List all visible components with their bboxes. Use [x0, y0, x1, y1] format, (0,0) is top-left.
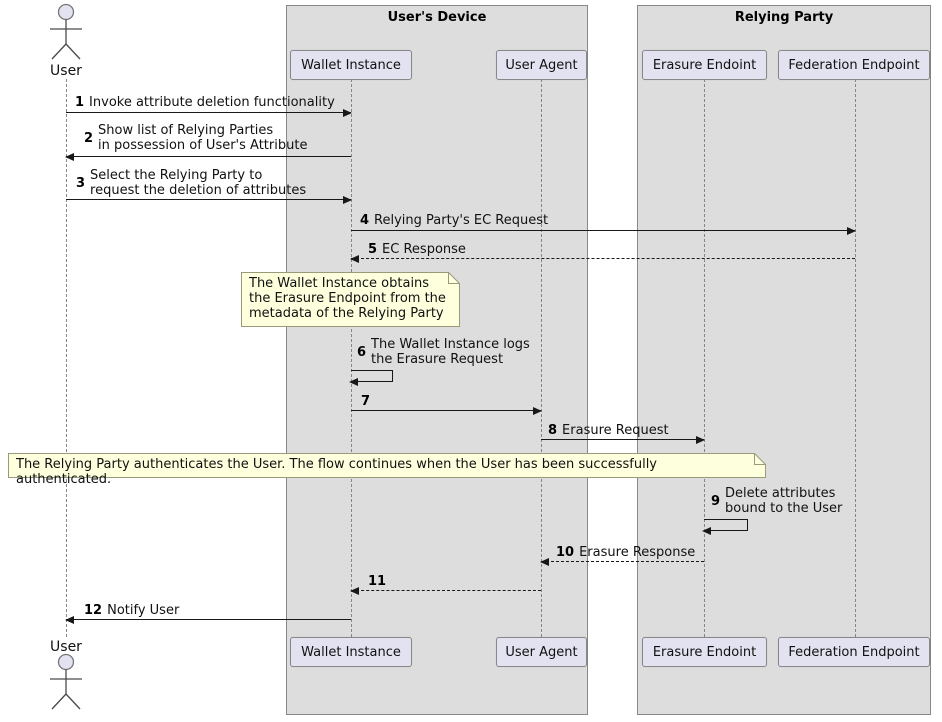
message-label-7: 7 — [361, 394, 375, 409]
lifeline-wallet-instance — [351, 79, 352, 637]
message-number: 1 — [75, 95, 85, 110]
message-number: 12 — [84, 603, 103, 618]
message-text: Delete attributes bound to the User — [725, 486, 843, 516]
message-text: Show list of Relying Parties in possessi… — [98, 123, 308, 153]
message-label-5: 5 EC Response — [368, 242, 466, 257]
user-actor-icon — [50, 653, 82, 710]
participant-wallet-instance-top: Wallet Instance — [290, 50, 412, 80]
participant-label: Federation Endpoint — [788, 644, 920, 660]
message-arrow-9-self — [702, 519, 748, 535]
participant-erasure-endpoint-bottom: Erasure Endoint — [642, 637, 767, 667]
participant-wallet-instance-bottom: Wallet Instance — [290, 637, 412, 667]
message-arrow-10 — [540, 558, 704, 566]
actor-label-user-bottom: User — [50, 639, 82, 655]
message-label-11: 11 — [368, 574, 391, 589]
message-text: Select the Relying Party to request the … — [90, 168, 307, 198]
participant-federation-endpoint-top: Federation Endpoint — [778, 50, 930, 80]
user-actor-icon — [50, 3, 82, 60]
participant-label: User Agent — [505, 644, 578, 660]
message-arrow-11 — [350, 587, 541, 595]
message-label-10: 10 Erasure Response — [556, 545, 695, 560]
lifeline-erasure-endpoint — [704, 79, 705, 637]
message-label-4: 4 Relying Party's EC Request — [360, 213, 548, 228]
message-text: Notify User — [107, 603, 180, 618]
message-label-12: 12 Notify User — [84, 603, 179, 618]
message-label-8: 8 Erasure Request — [548, 423, 669, 438]
message-number: 3 — [76, 175, 86, 191]
message-number: 10 — [556, 545, 575, 560]
note-erasure-endpoint-metadata: The Wallet Instance obtains the Erasure … — [241, 272, 460, 327]
message-arrow-8 — [541, 436, 705, 444]
note-text: The Wallet Instance obtains the Erasure … — [249, 276, 446, 321]
message-arrow-2 — [65, 153, 351, 161]
message-arrow-12 — [65, 616, 351, 624]
message-number: 2 — [84, 130, 94, 146]
note-relying-party-authenticates: The Relying Party authenticates the User… — [8, 453, 766, 487]
participant-label: Federation Endpoint — [788, 57, 920, 73]
participant-federation-endpoint-bottom: Federation Endpoint — [778, 637, 930, 667]
participant-label: Erasure Endoint — [652, 644, 757, 660]
message-arrow-1 — [66, 109, 352, 117]
message-text: The Wallet Instance logs the Erasure Req… — [371, 337, 530, 367]
message-number: 6 — [357, 344, 367, 360]
lifeline-user-agent — [541, 79, 542, 637]
message-arrow-6-self — [349, 370, 393, 386]
container-relying-party: Relying Party — [637, 5, 931, 715]
message-number: 11 — [368, 574, 387, 589]
message-label-2: 2 Show list of Relying Parties in posses… — [84, 123, 307, 153]
participant-label: User Agent — [505, 57, 578, 73]
participant-erasure-endpoint-top: Erasure Endoint — [642, 50, 767, 80]
message-label-1: 1 Invoke attribute deletion functionalit… — [75, 95, 335, 110]
message-text: Erasure Response — [579, 545, 696, 560]
actor-label-user-top: User — [50, 63, 82, 79]
participant-label: Wallet Instance — [301, 57, 401, 73]
message-text: Erasure Request — [562, 423, 669, 438]
note-text: The Relying Party authenticates the User… — [16, 457, 657, 487]
message-arrow-3 — [66, 196, 352, 204]
message-arrow-5 — [350, 255, 855, 263]
note-background — [8, 453, 766, 478]
message-number: 4 — [360, 213, 370, 228]
message-text: EC Response — [382, 242, 466, 257]
participant-user-agent-bottom: User Agent — [496, 637, 587, 667]
message-text: Relying Party's EC Request — [374, 213, 549, 228]
participant-label: Erasure Endoint — [652, 57, 757, 73]
message-arrow-7 — [351, 407, 542, 415]
message-label-6: 6 The Wallet Instance logs the Erasure R… — [357, 337, 530, 367]
container-title-users-device: User's Device — [387, 10, 487, 25]
message-text: Invoke attribute deletion functionality — [89, 95, 335, 110]
message-label-3: 3 Select the Relying Party to request th… — [76, 168, 306, 198]
container-users-device: User's Device — [286, 5, 588, 715]
message-number: 8 — [548, 423, 558, 438]
note-background — [241, 272, 460, 327]
lifeline-federation-endpoint — [855, 79, 856, 637]
container-title-relying-party: Relying Party — [734, 10, 834, 25]
participant-label: Wallet Instance — [301, 644, 401, 660]
lifeline-user — [66, 79, 67, 637]
message-number: 9 — [711, 493, 721, 509]
message-number: 7 — [361, 394, 371, 409]
participant-user-agent-top: User Agent — [496, 50, 587, 80]
message-label-9: 9 Delete attributes bound to the User — [711, 486, 842, 516]
message-arrow-4 — [351, 227, 856, 235]
message-number: 5 — [368, 242, 378, 257]
